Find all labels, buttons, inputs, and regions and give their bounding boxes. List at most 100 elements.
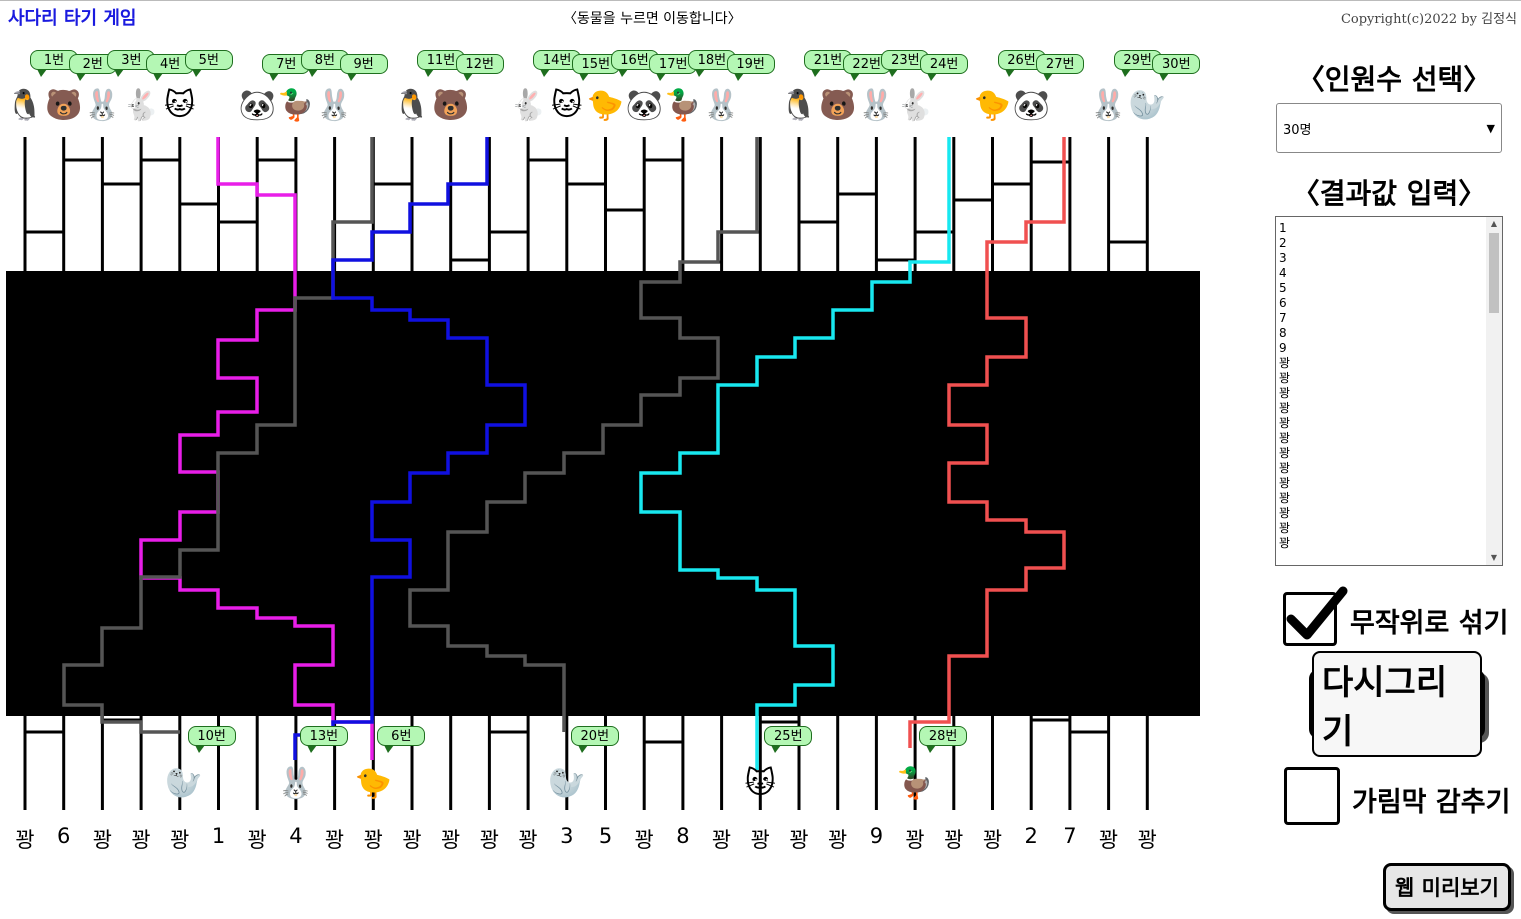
scroll-thumb[interactable] [1489, 233, 1499, 313]
bear-icon[interactable]: 🐻 [45, 88, 83, 123]
shuffle-checkbox[interactable] [1283, 586, 1348, 646]
player-bubble: 8번 [300, 50, 349, 77]
chick-icon[interactable]: 🐤 [973, 88, 1012, 123]
result-label: 5 [598, 824, 613, 848]
route-path [139, 137, 374, 760]
bunny-icon[interactable]: 🐇 [122, 88, 160, 123]
panda-icon[interactable]: 🐼 [238, 88, 276, 123]
duck-icon[interactable]: 🦆 [664, 88, 702, 123]
result-label: 꽝 [944, 828, 964, 852]
penguin-icon[interactable]: 🐧 [393, 88, 431, 123]
result-label: 3 [560, 824, 574, 848]
result-label: 꽝 [363, 828, 383, 852]
player-bubble: 2번 [68, 54, 117, 81]
route-path [293, 137, 527, 760]
bunny-icon[interactable]: 🐇 [509, 88, 547, 123]
player-bubble: 19번 [726, 54, 775, 81]
chevron-down-icon: ▼ [1486, 121, 1495, 135]
route-path [639, 137, 951, 770]
duck-icon[interactable]: 🦆 [277, 88, 315, 123]
panda-icon[interactable]: 🐼 [1012, 88, 1050, 123]
copyright-text: Copyright(c)2022 by 김정식 [1340, 12, 1517, 27]
player-bubble: 27번 [1036, 54, 1085, 81]
seal-icon[interactable]: 🦭 [164, 766, 203, 801]
hide-curtain-checkbox[interactable] [1284, 767, 1340, 825]
bunny-icon[interactable]: 🐇 [896, 88, 934, 123]
top-border [0, 0, 1521, 1]
result-label: 꽝 [441, 828, 461, 852]
penguin-icon[interactable]: 🐧 [6, 88, 44, 123]
headcount-select[interactable]: 30명 ▼ [1276, 103, 1502, 153]
penguin-icon[interactable]: 🐧 [780, 88, 818, 123]
white-rabbit-icon[interactable]: 🐰 [702, 88, 741, 123]
ladder-board [6, 137, 1200, 810]
arrived-bubble: 13번 [299, 726, 348, 753]
seal-icon[interactable]: 🦭 [548, 766, 586, 801]
pink-cat-icon[interactable]: 🐱 [164, 88, 196, 123]
scroll-down-icon[interactable]: ▼ [1490, 553, 1498, 562]
white-rabbit-icon[interactable]: 🐰 [1089, 88, 1128, 123]
arrived-bubble: 10번 [187, 726, 236, 753]
shuffle-label[interactable]: 무작위로 섞기 [1350, 608, 1509, 639]
player-bubble: 18번 [687, 50, 736, 77]
arrived-bubble: 20번 [570, 726, 619, 753]
bear-icon[interactable]: 🐻 [819, 88, 857, 123]
result-label: 꽝 [402, 828, 422, 852]
player-bubble: 3번 [107, 50, 156, 77]
result-label: 꽝 [92, 828, 113, 852]
player-bubble: 5번 [184, 50, 233, 77]
player-bubble: 14번 [533, 50, 582, 77]
results-textarea-content: 1 2 3 4 5 6 7 8 9 꽝 꽝 꽝 꽝 꽝 꽝 꽝 꽝 꽝 꽝 꽝 … [1279, 221, 1291, 550]
result-label: 7 [1063, 824, 1077, 848]
player-bubble: 15번 [571, 54, 620, 81]
result-label: 꽝 [789, 828, 809, 852]
result-label: 2 [1024, 824, 1038, 848]
bear-icon[interactable]: 🐻 [432, 88, 470, 123]
result-label: 꽝 [634, 828, 654, 852]
white-rabbit-icon[interactable]: 🐰 [315, 88, 354, 123]
redraw-label: 다시그리기 [1312, 651, 1482, 757]
result-label: 꽝 [15, 828, 35, 852]
player-bubble: 30번 [1152, 54, 1201, 81]
arrived-bubble: 28번 [919, 726, 968, 753]
hide-curtain-label[interactable]: 가림막 감추기 [1352, 787, 1511, 818]
result-label: 꽝 [828, 828, 848, 852]
pink-rabbit-icon[interactable]: 🐰 [83, 88, 122, 123]
result-label: 꽝 [324, 828, 345, 852]
pink-cat-icon[interactable]: 🐱 [744, 766, 776, 801]
result-label: 꽝 [750, 828, 770, 852]
duck-icon[interactable]: 🦆 [896, 766, 934, 801]
pink-cat-icon[interactable]: 🐱 [551, 88, 583, 123]
instruction-hint: 〈동물을 누르면 이동합니다〉 [563, 11, 742, 27]
result-label: 8 [676, 824, 690, 848]
result-label: 9 [869, 824, 884, 848]
web-preview-button[interactable]: 웹 미리보기 [1383, 863, 1511, 911]
results-scrollbar[interactable]: ▲ ▼ [1486, 217, 1502, 565]
result-label: 꽝 [711, 828, 732, 852]
panda-icon[interactable]: 🐼 [625, 88, 663, 123]
chick-icon[interactable]: 🐤 [586, 88, 625, 123]
player-bubble: 23번 [881, 50, 930, 77]
headcount-value: 30명 [1283, 122, 1312, 138]
result-label: 꽝 [1137, 828, 1157, 852]
arrived-bubble: 6번 [377, 726, 426, 753]
checkmark-icon [1286, 586, 1348, 640]
route-path [62, 137, 374, 734]
result-label: 꽝 [170, 828, 190, 852]
result-label: 4 [289, 824, 303, 848]
arrived-bubble: 25번 [764, 726, 813, 753]
route-path [408, 137, 759, 732]
seal-icon[interactable]: 🦭 [1128, 88, 1166, 123]
result-label: 6 [57, 824, 71, 848]
results-textarea[interactable]: 1 2 3 4 5 6 7 8 9 꽝 꽝 꽝 꽝 꽝 꽝 꽝 꽝 꽝 꽝 꽝 … [1275, 216, 1503, 566]
chick-icon[interactable]: 🐤 [354, 766, 392, 801]
scroll-up-icon[interactable]: ▲ [1490, 219, 1498, 228]
results-title: 〈결과값 입력〉 [1291, 177, 1487, 210]
pink-rabbit-icon[interactable]: 🐰 [857, 88, 896, 123]
pink-rabbit-icon[interactable]: 🐰 [277, 766, 315, 801]
player-bubble: 12번 [455, 54, 504, 81]
result-label: 꽝 [982, 828, 1003, 852]
curtain[interactable] [6, 271, 1200, 716]
app-title: 사다리 타기 게임 [8, 8, 137, 29]
redraw-button[interactable]: 다시그리기 [1309, 651, 1485, 757]
